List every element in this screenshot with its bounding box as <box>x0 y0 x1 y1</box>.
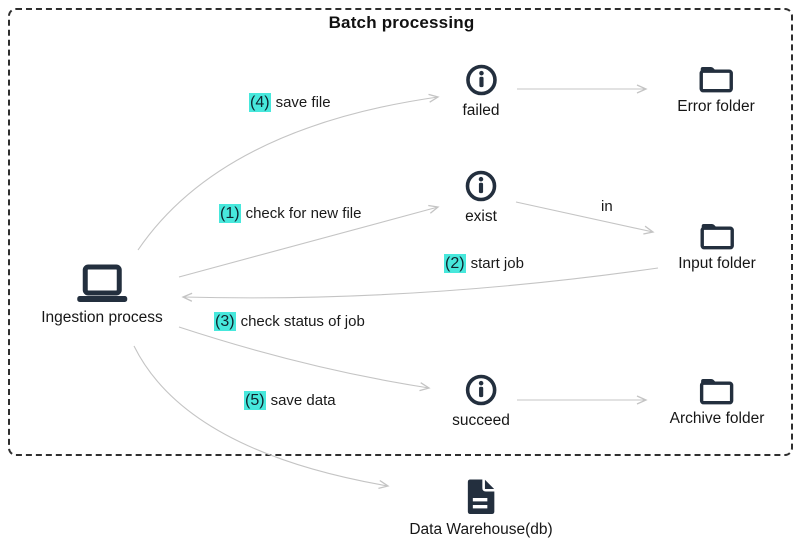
step-number-badge: (3) <box>214 312 236 331</box>
info-icon <box>464 63 498 97</box>
edge-ingestion-to-warehouse <box>133 345 390 490</box>
folder-icon <box>699 64 733 93</box>
edge-exist-to-input-folder <box>515 201 655 235</box>
node-error-folder: Error folder <box>677 64 755 116</box>
node-ingestion-process: Ingestion process <box>41 264 163 327</box>
edge-input-folder-to-ingestion <box>181 267 659 302</box>
edge-label-text: check status of job <box>240 313 365 330</box>
info-icon <box>464 373 498 407</box>
node-label: failed <box>462 102 500 119</box>
document-icon <box>466 478 497 516</box>
node-data-warehouse: Data Warehouse(db) <box>409 478 553 539</box>
step-number-badge: (4) <box>249 93 271 112</box>
node-label: Error folder <box>677 98 755 115</box>
edge-label-step2: (2) start job <box>444 254 524 273</box>
edge-label-step4: (4) save file <box>249 93 331 112</box>
step-number-badge: (2) <box>444 254 466 273</box>
info-icon <box>464 169 498 203</box>
node-label: Archive folder <box>669 410 765 427</box>
edge-label-text: check for new file <box>245 205 362 222</box>
node-label: Input folder <box>678 255 756 272</box>
edge-ingestion-to-exist <box>178 204 440 278</box>
edge-label-in: in <box>601 198 613 215</box>
diagram-title: Batch processing <box>328 13 475 32</box>
edge-label-step5: (5) save data <box>244 391 336 410</box>
folder-icon <box>700 376 734 405</box>
edge-ingestion-to-failed <box>137 93 440 251</box>
node-failed: failed <box>462 63 500 120</box>
edge-ingestion-to-succeed <box>178 326 431 392</box>
node-exist: exist <box>464 169 498 226</box>
edge-label-step3: (3) check status of job <box>214 312 365 331</box>
node-input-folder: Input folder <box>678 221 756 273</box>
edge-label-text: save file <box>275 94 331 111</box>
laptop-icon <box>76 264 128 304</box>
node-archive-folder: Archive folder <box>669 376 765 428</box>
edge-label-step1: (1) check for new file <box>219 204 361 223</box>
step-number-badge: (1) <box>219 204 241 223</box>
step-number-badge: (5) <box>244 391 266 410</box>
edge-label-text: save data <box>270 392 336 409</box>
node-label: Ingestion process <box>41 309 163 326</box>
node-label: Data Warehouse(db) <box>409 521 553 538</box>
node-label: succeed <box>452 412 510 429</box>
edge-label-text: start job <box>470 255 524 272</box>
edge-label-text: in <box>601 198 613 215</box>
node-succeed: succeed <box>452 373 510 430</box>
node-label: exist <box>465 208 497 225</box>
folder-icon <box>700 221 734 250</box>
